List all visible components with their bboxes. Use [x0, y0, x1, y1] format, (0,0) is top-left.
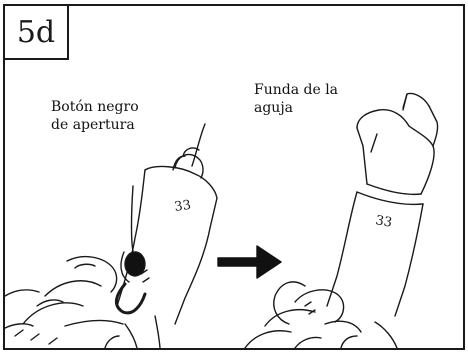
left-device-marking: 33: [173, 198, 191, 215]
arrow-right-icon: [217, 245, 282, 279]
figure-frame: 33 33 5d Botón negro de apertura Funda d…: [3, 4, 465, 350]
illustration: 33 33: [5, 92, 439, 348]
label-black-button-line-2: de apertura: [51, 117, 135, 133]
label-needle-sheath: Funda de la aguja: [254, 81, 338, 117]
right-device-marking: 33: [374, 213, 393, 231]
label-needle-sheath-line-1: Funda de la: [254, 82, 339, 98]
left-autoinjector: [5, 123, 218, 348]
label-black-button-line-1: Botón negro: [51, 99, 139, 115]
label-black-button: Botón negro de apertura: [51, 98, 139, 134]
black-button-marker: [124, 251, 146, 277]
step-label: 5d: [5, 6, 69, 60]
right-autoinjector: [244, 92, 439, 348]
label-needle-sheath-line-2: aguja: [254, 100, 294, 116]
